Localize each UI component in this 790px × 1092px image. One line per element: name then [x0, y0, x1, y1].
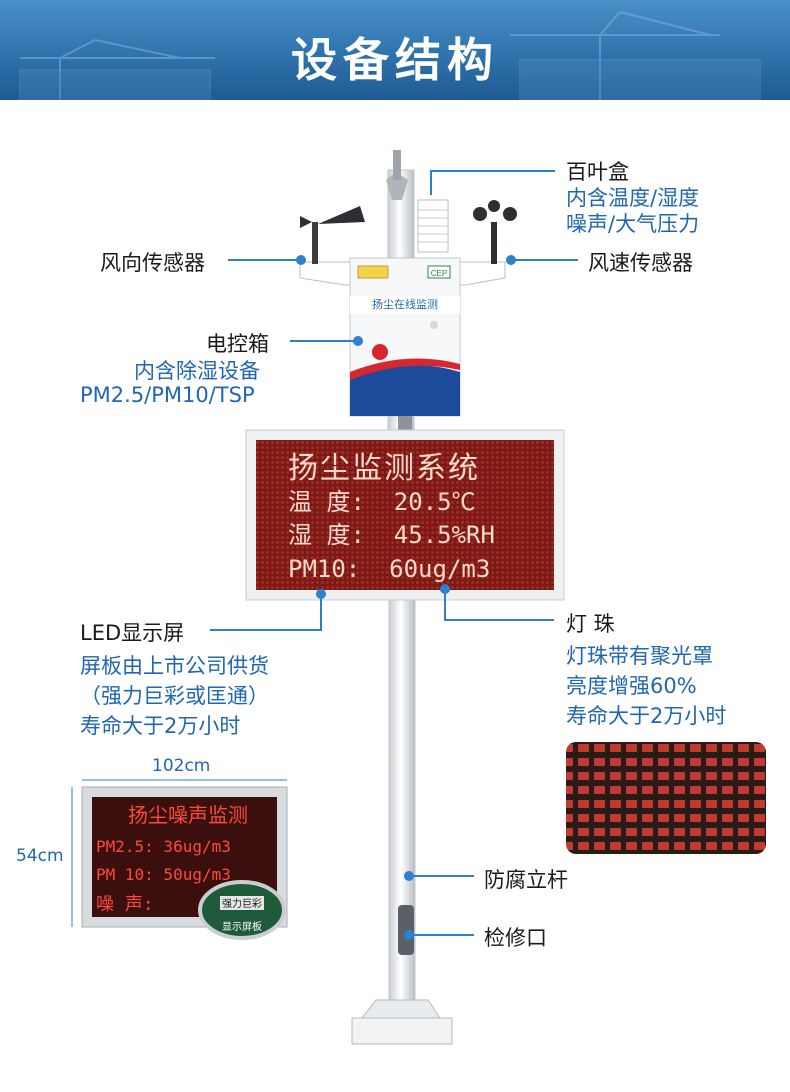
label-control-box-line2: PM2.5/PM10/TSP: [80, 383, 255, 407]
label-pole: 防腐立杆: [484, 868, 568, 892]
callout-line-louver: [430, 170, 432, 195]
label-wind-speed: 风速传感器: [588, 251, 693, 275]
label-control-box-line1: 内含除湿设备: [134, 359, 260, 383]
lightning-rod: [386, 172, 408, 200]
callout-dot-beads: [440, 584, 450, 594]
callout-dot-led: [316, 589, 326, 599]
label-led-screen: LED显示屏: [80, 621, 185, 645]
callout-line-louver-h: [430, 170, 555, 172]
pole-base: [360, 999, 441, 1019]
lamp-bead-closeup: [566, 742, 766, 854]
label-louver-box: 百叶盒: [566, 160, 629, 184]
callout-line-beads-v: [444, 590, 446, 620]
label-led-line2: （强力巨彩或匡通）: [80, 684, 269, 708]
label-control-box: 电控箱: [206, 332, 269, 356]
callout-line-led-v: [320, 595, 322, 630]
crane-silhouette-icon: [19, 11, 761, 100]
label-led-line1: 屏板由上市公司供货: [80, 654, 269, 678]
pole-lower: [388, 599, 416, 1021]
sample-screen: [81, 786, 288, 940]
callout-line-wind-direction: [228, 259, 298, 261]
wind-vane: [300, 206, 365, 264]
label-louver-box-line1: 内含温度/湿度: [566, 186, 700, 210]
label-louver-box-line2: 噪声/大气压力: [566, 212, 700, 236]
callout-dot-control-box: [353, 336, 363, 346]
callout-dot-wind-direction: [296, 255, 306, 265]
label-height: 54cm: [16, 846, 64, 866]
label-wind-direction: 风向传感器: [100, 251, 205, 275]
callout-line-led-h: [210, 629, 322, 631]
callout-dot-wind-speed: [506, 255, 516, 265]
header-banner: 设备结构: [0, 0, 790, 100]
label-access-port: 检修口: [484, 926, 547, 950]
callout-line-wind-speed: [514, 259, 578, 261]
anemometer: [473, 200, 517, 264]
page-title: 设备结构: [291, 33, 499, 87]
label-lamp-beads: 灯 珠: [566, 612, 615, 636]
label-beads-line3: 寿命大于2万小时: [566, 704, 727, 728]
led-screen: [256, 440, 554, 590]
label-beads-line2: 亮度增强60%: [566, 674, 697, 698]
callout-line-access-port: [412, 934, 474, 936]
label-led-line3: 寿命大于2万小时: [80, 714, 241, 738]
callout-dot-pole: [404, 871, 414, 881]
louver-box: [417, 199, 449, 253]
callout-line-pole: [412, 875, 474, 877]
label-width: 102cm: [152, 756, 211, 776]
callout-line-beads-h: [444, 619, 554, 621]
control-box: [349, 257, 461, 417]
callout-dot-access-port: [404, 930, 414, 940]
callout-line-control-box: [290, 340, 354, 342]
label-beads-line1: 灯珠带有聚光罩: [566, 644, 713, 668]
